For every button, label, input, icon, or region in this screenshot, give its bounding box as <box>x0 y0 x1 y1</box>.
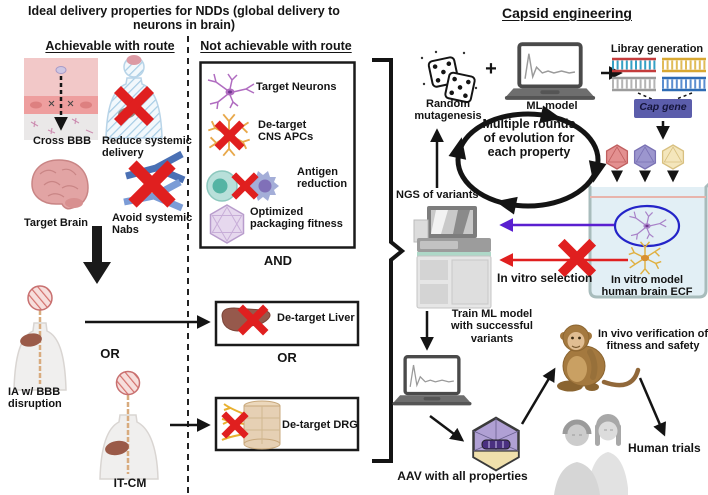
dna-library-icon <box>612 57 706 92</box>
liver-box <box>214 300 360 347</box>
antigen-reduction-label: Antigen reduction <box>297 166 348 191</box>
ia-bbb-label: IA w/ BBB disruption <box>8 386 62 411</box>
ia-bbb-human-icon <box>13 285 67 391</box>
capsid-icon <box>209 204 245 244</box>
in-vivo-label: In vivo verification of fitness and safe… <box>597 328 708 353</box>
cap-gene-box <box>634 99 692 118</box>
monkey-icon <box>557 324 641 392</box>
detarget-drg-label: De-target DRG <box>282 419 358 431</box>
brain-icon <box>31 159 89 210</box>
target-neurons-label: Target Neurons <box>256 81 337 93</box>
reduce-systemic-label: Reduce systemic delivery <box>102 135 192 160</box>
train-ml-label: Train ML model with successful variants <box>451 308 533 345</box>
it-cm-label: IT-CM <box>113 476 147 490</box>
cycle-label: Multiple rounds of evolution for each pr… <box>482 117 576 160</box>
aav-capsid-icon <box>472 416 520 472</box>
plus-sign: + <box>485 58 497 80</box>
it-cm-human-icon <box>99 370 159 480</box>
ml-model-label: ML model <box>526 100 578 112</box>
arrow-aav-to-monkey <box>520 367 556 425</box>
arrow-monkey-to-humans <box>638 377 666 437</box>
or-label-middle: OR <box>277 350 297 365</box>
cross-bbb-label: Cross BBB <box>32 135 92 147</box>
laptop-icon <box>502 42 598 102</box>
in-vitro-model-label: In vitro model human brain ECF <box>601 274 693 299</box>
dice-icon <box>420 50 478 104</box>
human-trials-label: Human trials <box>628 441 701 455</box>
not-achievable-header: Not achievable with route <box>200 39 352 53</box>
avoid-nabs-label: Avoid systemic Nabs <box>112 212 193 237</box>
immune-cells-icon <box>206 170 279 202</box>
drg-icon <box>221 400 281 450</box>
laptop2-icon <box>390 354 474 408</box>
antibody-icon <box>123 150 186 212</box>
red-x-icon <box>561 242 593 274</box>
down-arrow <box>83 226 111 284</box>
ngs-label: NGS of variants <box>396 189 479 201</box>
figure-title: Ideal delivery properties for NDDs (glob… <box>28 4 340 33</box>
brace-bracket <box>372 58 406 463</box>
random-mutagenesis-label: Random mutagenesis <box>414 98 482 123</box>
arrow-laptop-to-aav <box>429 415 465 442</box>
detarget-liver-label: De-target Liver <box>277 312 355 324</box>
cross-bbb-icon <box>24 58 98 140</box>
in-vitro-selection-label: In vitro selection <box>497 271 593 285</box>
ngs-machine-icon <box>413 206 492 309</box>
and-label: AND <box>263 253 293 268</box>
drg-box <box>214 396 360 452</box>
cap-gene-label: Cap gene <box>639 101 687 113</box>
capsid-engineering-title: Capsid engineering <box>502 5 632 21</box>
evolution-cycle <box>448 105 607 215</box>
variant-capsids <box>605 144 685 183</box>
library-generation-label: Libray generation <box>610 43 704 55</box>
achievable-header: Achievable with route <box>45 39 175 53</box>
target-brain-label: Target Brain <box>24 217 88 229</box>
or-label-left: OR <box>100 346 120 361</box>
reduce-systemic-icon <box>105 55 163 139</box>
aav-all-label: AAV with all properties <box>397 469 528 483</box>
beaker-icon <box>584 181 708 299</box>
human-busts-icon <box>554 414 628 495</box>
packaging-label: Optimized packaging fitness <box>250 206 343 231</box>
capgene-connectors <box>637 92 693 101</box>
neuron-selection-circle <box>613 204 681 248</box>
detarget-cns-label: De-target CNS APCs <box>258 119 314 144</box>
